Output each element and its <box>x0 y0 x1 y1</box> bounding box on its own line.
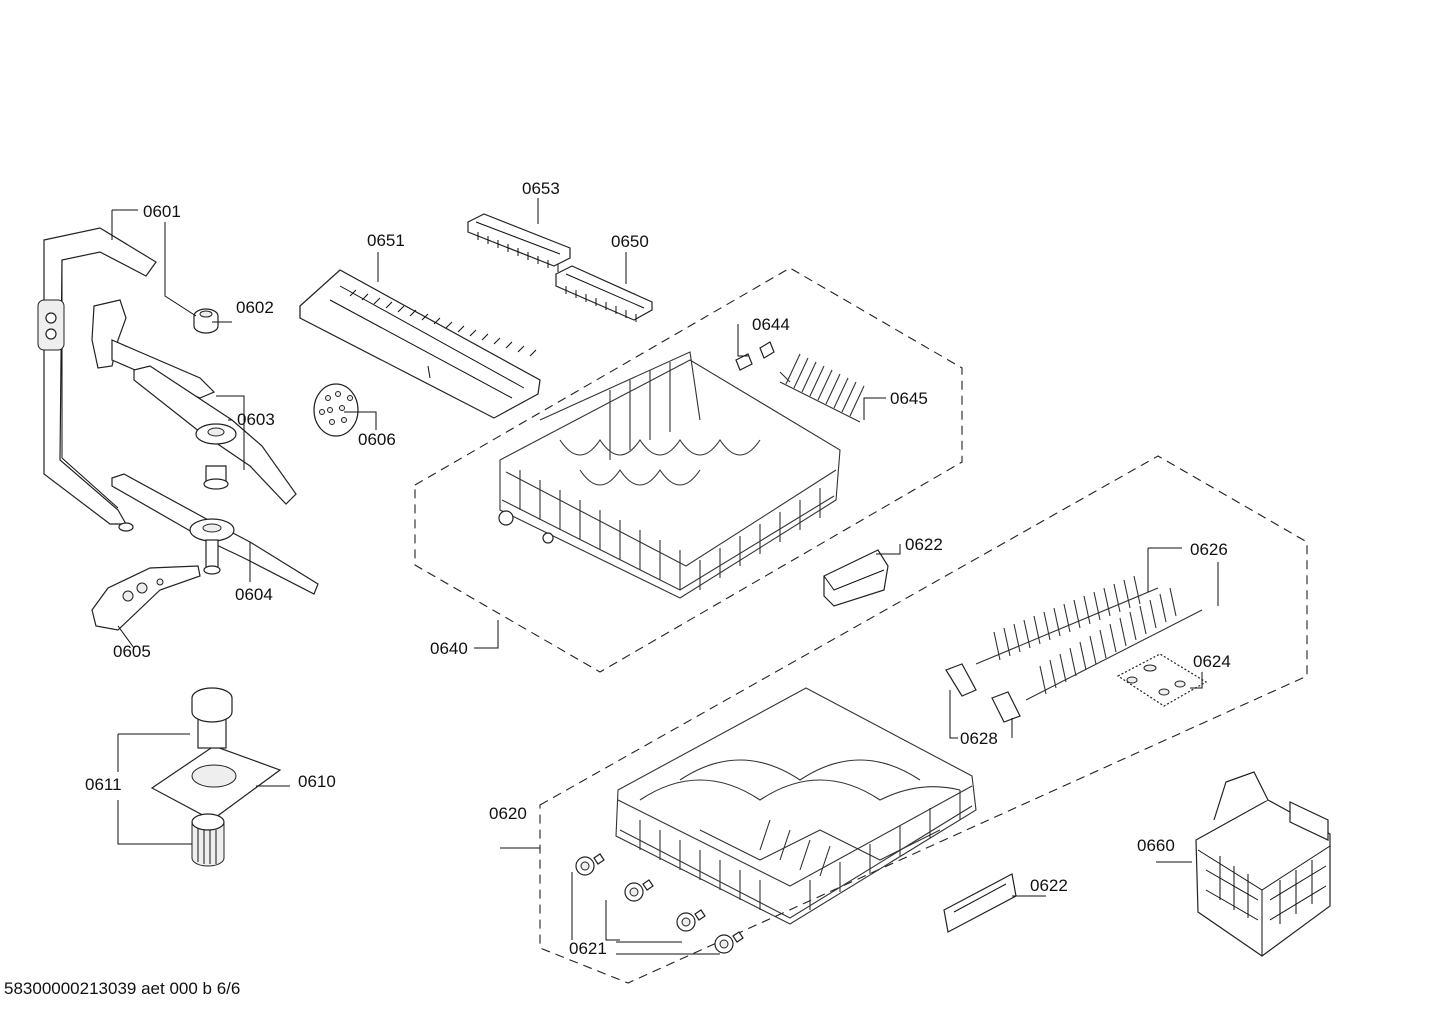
label-0622-upper: 0622 <box>905 535 943 554</box>
nut-part-0602[interactable] <box>193 308 219 334</box>
tine-rack-part-0626[interactable] <box>975 575 1203 701</box>
label-0626: 0626 <box>1190 540 1228 559</box>
clip-plate-part-0624[interactable] <box>1116 653 1208 707</box>
label-0604: 0604 <box>235 585 273 604</box>
supply-pipe-part[interactable] <box>37 227 157 532</box>
upper-spray-arm-part[interactable] <box>91 299 297 505</box>
sump-base-part[interactable] <box>150 687 282 821</box>
label-0610: 0610 <box>298 772 336 791</box>
label-0640: 0640 <box>430 639 468 658</box>
lower-basket-part[interactable] <box>615 687 977 925</box>
document-footer-code: 58300000213039 aet 000 b 6/6 <box>4 979 241 998</box>
rack-insert-part-0653[interactable] <box>467 213 571 272</box>
label-0620: 0620 <box>489 804 527 823</box>
wheel-part-0621[interactable] <box>575 853 744 954</box>
label-0650: 0650 <box>611 232 649 251</box>
cutlery-tray-part[interactable] <box>299 269 541 419</box>
label-0621: 0621 <box>569 939 607 958</box>
part-labels: 0601 0602 0603 0604 0605 0606 0651 0653 … <box>85 179 1231 958</box>
label-0606: 0606 <box>358 430 396 449</box>
label-0645: 0645 <box>890 389 928 408</box>
label-0622-lower: 0622 <box>1030 876 1068 895</box>
cutlery-basket-part[interactable] <box>1195 771 1331 957</box>
cylinder-filter-part[interactable] <box>191 813 225 867</box>
label-0628: 0628 <box>960 729 998 748</box>
holder-part-0622-upper[interactable] <box>823 549 889 607</box>
clip-part-0644[interactable] <box>735 341 775 371</box>
label-0653: 0653 <box>522 179 560 198</box>
round-filter-part[interactable] <box>313 383 359 437</box>
label-0601: 0601 <box>143 202 181 221</box>
lower-spray-arm-part[interactable] <box>111 473 319 595</box>
leader-lines <box>111 198 1219 955</box>
label-0651: 0651 <box>367 231 405 250</box>
label-0660: 0660 <box>1137 836 1175 855</box>
upper-basket-part[interactable] <box>498 351 841 599</box>
filter-plate-part[interactable] <box>91 565 201 631</box>
rack-adjuster-part-0628[interactable] <box>945 663 1021 723</box>
label-0611: 0611 <box>85 775 122 794</box>
rack-insert-part-0650[interactable] <box>555 265 653 322</box>
label-0644: 0644 <box>752 315 790 334</box>
tine-rack-part-0645[interactable] <box>779 353 865 423</box>
holder-part-0622-lower[interactable] <box>943 873 1017 933</box>
lower-basket-group-outline <box>539 455 1308 984</box>
label-0603: 0603 <box>237 410 275 429</box>
label-0605: 0605 <box>113 642 151 661</box>
label-0624: 0624 <box>1193 652 1231 671</box>
upper-basket-group-outline <box>414 267 963 673</box>
label-0602: 0602 <box>236 298 274 317</box>
